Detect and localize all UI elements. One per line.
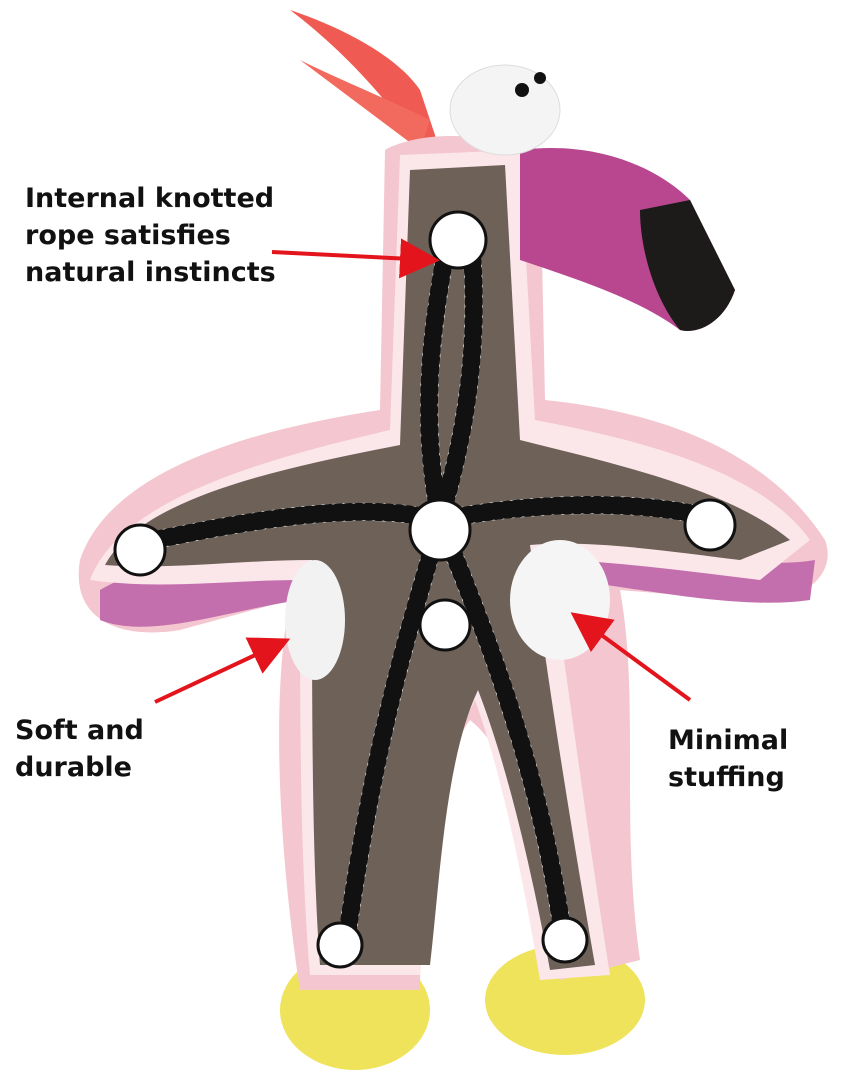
stuffing-left	[285, 560, 345, 680]
crest	[290, 10, 440, 150]
arrow-rope	[271, 238, 440, 279]
callout-rope: Internal knotted rope satisfies natural …	[25, 183, 276, 288]
beak-tip	[640, 200, 735, 331]
rope	[113, 210, 737, 969]
arrow-stuffing	[570, 612, 692, 702]
eye	[449, 64, 561, 156]
callout-minimal-stuffing: Minimal stuffing	[668, 725, 789, 793]
pupil	[515, 83, 529, 97]
callout-soft-durable: Soft and durable	[15, 715, 144, 783]
inner-cavity	[105, 165, 790, 970]
stuffing-right	[510, 540, 610, 660]
arrow-soft	[154, 637, 291, 704]
